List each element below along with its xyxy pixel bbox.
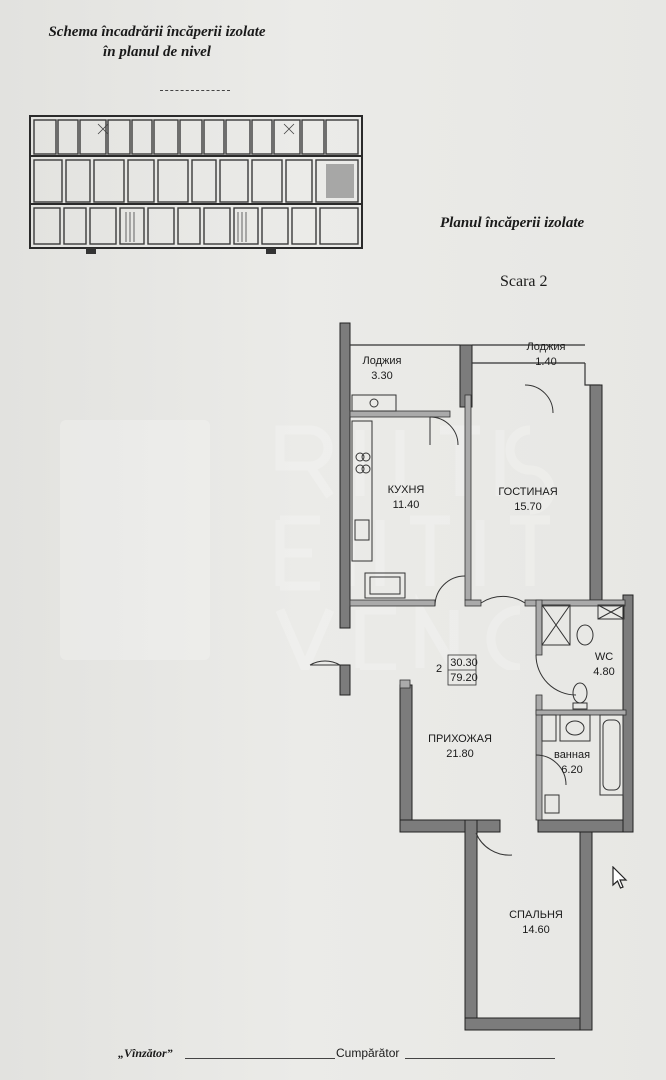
room-area: 3.30 (371, 370, 393, 382)
room-area: 6.20 (561, 764, 583, 776)
room-name: ванная (553, 749, 591, 761)
apartment-rooms-count: 2 (435, 663, 443, 675)
room-bedroom: СПАЛЬНЯ 14.60 (498, 908, 574, 938)
buyer-signature-label: Cumpărător (336, 1046, 400, 1060)
room-name: Лоджия (362, 355, 402, 367)
room-area: 1.40 (535, 356, 557, 368)
room-name: ГОСТИНАЯ (498, 486, 558, 498)
room-area: 4.80 (593, 666, 615, 678)
room-name: КУХНЯ (387, 484, 425, 496)
scheme-heading-line1: Schema încadrării încăperii izolate (48, 24, 266, 40)
room-name: ПРИХОЖАЯ (428, 733, 492, 745)
seller-signature-line (185, 1058, 335, 1059)
room-bath: ванная 6.20 (544, 748, 600, 778)
seller-signature-label: „Vînzător” (118, 1046, 173, 1060)
room-name: СПАЛЬНЯ (509, 909, 563, 921)
room-loggia-right: Лоджия 1.40 (516, 340, 576, 370)
scheme-heading: Schema încadrării încăperii izolate în p… (32, 22, 282, 62)
room-area: 11.40 (392, 499, 420, 511)
room-loggia-left: Лоджия 3.30 (352, 354, 412, 384)
scale-label: Scara 2 (500, 273, 548, 290)
room-wc: WC 4.80 (582, 650, 626, 680)
total-area: 79.20 (450, 672, 478, 684)
room-hall: ПРИХОЖАЯ 21.80 (410, 732, 510, 762)
living-area: 30.30 (450, 657, 478, 669)
scheme-heading-line2: în planul de nivel (103, 44, 211, 60)
buyer-signature-line (405, 1058, 555, 1059)
room-area: 14.60 (522, 924, 550, 936)
room-name: Лоджия (526, 341, 566, 353)
room-area: 15.70 (514, 501, 542, 513)
room-area: 21.80 (446, 748, 474, 760)
room-living: ГОСТИНАЯ 15.70 (488, 485, 568, 515)
room-name: WC (594, 651, 614, 663)
isolated-room-plan-title: Planul încăperii izolate (440, 215, 585, 231)
apartment-floor-plan (309, 322, 634, 1031)
room-kitchen: КУХНЯ 11.40 (376, 483, 436, 513)
mouse-pointer-icon (612, 866, 628, 889)
apartment-areas: 30.30 79.20 (448, 656, 480, 686)
building-floor-plan (29, 115, 363, 254)
heading-underline (160, 90, 230, 91)
